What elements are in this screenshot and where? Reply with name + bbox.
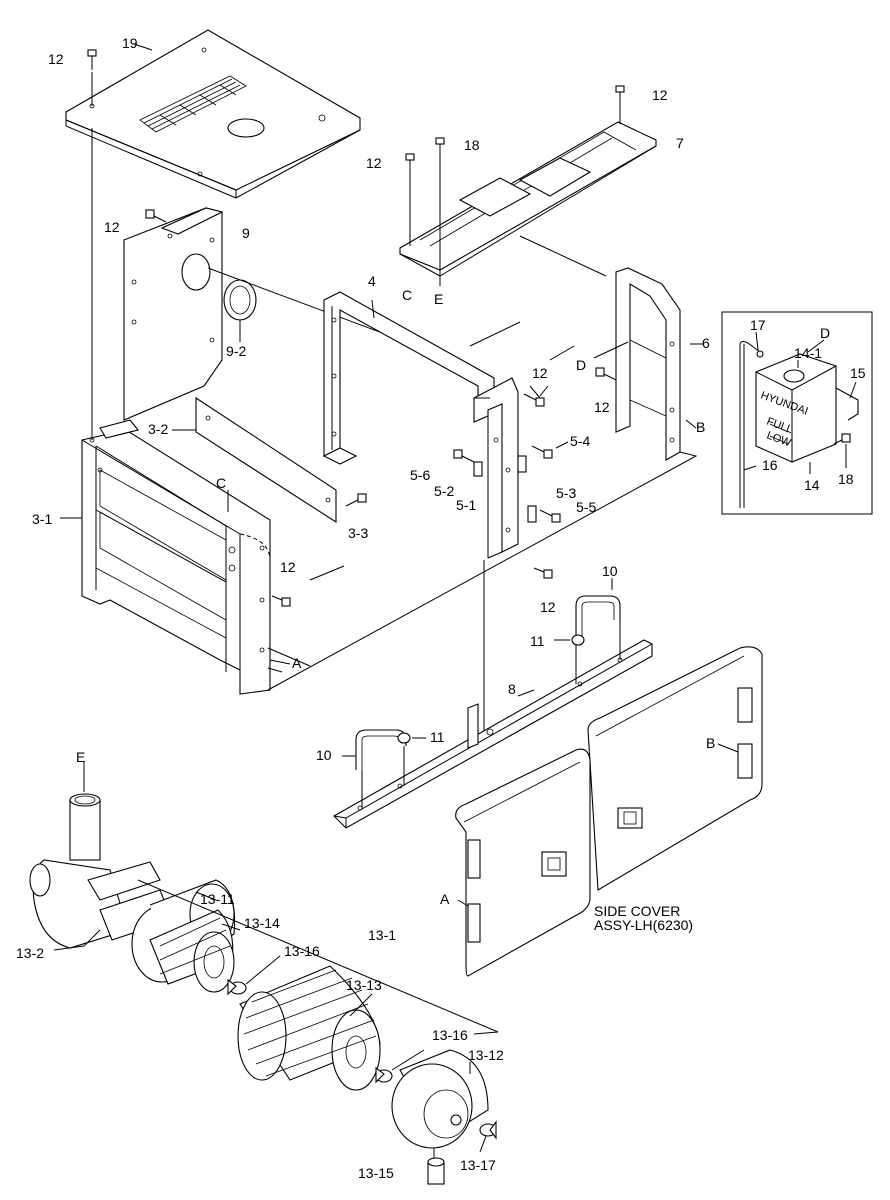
label-12: 12 <box>594 399 610 415</box>
label-18: 18 <box>838 471 854 487</box>
cap-13-12 <box>391 1049 489 1149</box>
label-11: 11 <box>530 633 545 649</box>
top-cover-19 <box>65 29 361 199</box>
label-13-12: 13-12 <box>468 1047 504 1063</box>
label-18: 18 <box>464 137 480 153</box>
washer-11-lower <box>397 732 411 744</box>
wing-nut-13-17 <box>479 1120 497 1140</box>
label-4: 4 <box>368 273 376 289</box>
label-14-1: 14-1 <box>794 345 822 361</box>
vacuator-13-15 <box>427 1157 445 1185</box>
label-7: 7 <box>676 135 684 151</box>
side-cover-lh <box>455 748 591 977</box>
label-C: C <box>216 475 226 491</box>
label-12: 12 <box>104 219 120 235</box>
handle-10-upper <box>575 578 621 640</box>
part-number-labels: 19 12 12 7 12 18 12 9 C E 4 9-2 6 D 12 1… <box>16 35 866 1181</box>
label-17: 17 <box>750 317 766 333</box>
bracket-7 <box>399 121 657 277</box>
label-3-1: 3-1 <box>32 511 52 527</box>
side-cover-label-line-2: ASSY-LH(6230) <box>594 917 693 933</box>
label-3-3: 3-3 <box>348 525 368 541</box>
label-5-1: 5-1 <box>456 497 476 513</box>
label-A: A <box>440 891 450 907</box>
label-11: 11 <box>430 729 445 745</box>
label-E: E <box>76 749 85 765</box>
label-12: 12 <box>540 599 556 615</box>
label-12: 12 <box>366 155 382 171</box>
label-10: 10 <box>602 563 618 579</box>
label-13-16: 13-16 <box>284 943 320 959</box>
inner-element-13-14 <box>149 909 235 993</box>
label-C: C <box>402 287 412 303</box>
base-rail-8 <box>333 639 653 829</box>
label-D: D <box>820 325 830 341</box>
label-6: 6 <box>702 335 710 351</box>
label-13-14: 13-14 <box>244 915 280 931</box>
label-14: 14 <box>804 477 820 493</box>
frame-6 <box>615 267 681 461</box>
label-13-1: 13-1 <box>368 927 396 943</box>
side-cover-rear <box>587 646 763 891</box>
label-12: 12 <box>652 87 668 103</box>
label-5-5: 5-5 <box>576 499 596 515</box>
label-5-3: 5-3 <box>556 485 576 501</box>
label-19: 19 <box>122 35 138 51</box>
frame-3-1 <box>81 419 271 695</box>
reservoir-tank-inset: HYUNDAI FULL LOW <box>721 311 873 515</box>
label-D: D <box>576 357 586 373</box>
outer-element-13-13 <box>237 965 381 1091</box>
washer-11-upper <box>571 634 585 646</box>
label-13-13: 13-13 <box>346 977 382 993</box>
label-13-15: 13-15 <box>358 1165 394 1181</box>
label-5-6: 5-6 <box>410 467 430 483</box>
label-E: E <box>434 291 443 307</box>
wing-nut-13-16-b <box>375 1066 393 1084</box>
label-12: 12 <box>280 559 296 575</box>
label-13-11: 13-11 <box>200 891 235 907</box>
bracket-5-1 <box>473 377 527 559</box>
label-8: 8 <box>508 681 516 697</box>
label-12: 12 <box>532 365 548 381</box>
label-B: B <box>696 419 705 435</box>
label-10: 10 <box>316 747 332 763</box>
side-panel-9 <box>123 207 224 421</box>
label-13-17: 13-17 <box>460 1157 496 1173</box>
label-3-2: 3-2 <box>148 421 168 437</box>
label-13-16: 13-16 <box>432 1027 468 1043</box>
label-9-2: 9-2 <box>226 343 246 359</box>
label-12: 12 <box>48 51 64 67</box>
frame-4 <box>322 291 495 465</box>
label-15: 15 <box>850 365 866 381</box>
bolt-icons <box>87 49 625 607</box>
label-5-4: 5-4 <box>570 433 590 449</box>
plate-3-2 <box>195 396 337 524</box>
wing-nut-13-16-a <box>227 978 247 996</box>
label-5-2: 5-2 <box>434 483 454 499</box>
grille <box>139 75 247 133</box>
side-cover-label-line-1: SIDE COVER <box>594 903 680 919</box>
label-B: B <box>706 735 715 751</box>
label-9: 9 <box>242 225 250 241</box>
label-A: A <box>292 655 302 671</box>
air-cleaner-housing <box>29 793 173 949</box>
label-13-2: 13-2 <box>16 945 44 961</box>
label-16: 16 <box>762 457 778 473</box>
ring-9-2 <box>223 279 257 321</box>
